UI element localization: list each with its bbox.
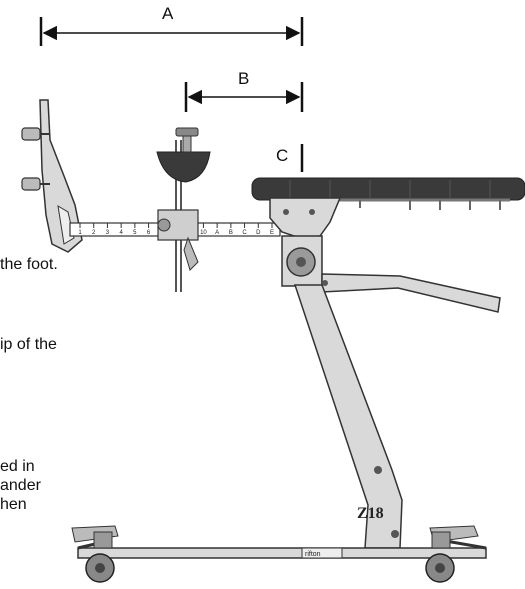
caster-right bbox=[425, 525, 479, 583]
footplate-bracket bbox=[21, 99, 83, 253]
scale-tick-label: 4 bbox=[119, 230, 123, 236]
dimension-b bbox=[184, 82, 304, 112]
scale-tick-label: D bbox=[256, 230, 261, 236]
dimension-a-label: A bbox=[162, 4, 174, 23]
dimension-c-label: C bbox=[276, 146, 289, 165]
knee-pad-assembly bbox=[156, 127, 211, 292]
scale-tick-label: C bbox=[242, 230, 247, 236]
scale-tick-label: 10 bbox=[200, 230, 207, 236]
scale-tick-label: E bbox=[270, 230, 274, 236]
side-text-line2: ip of the bbox=[0, 336, 57, 353]
scale-tick-label: B bbox=[229, 230, 233, 236]
scale-tick-label: 1 bbox=[78, 230, 82, 236]
scale-tick-label: A bbox=[215, 230, 219, 236]
base-frame: rifton bbox=[77, 538, 487, 559]
scale-tick-label: 2 bbox=[92, 230, 96, 236]
mounting-plate bbox=[269, 197, 342, 287]
dimension-b-label: B bbox=[238, 69, 250, 88]
z18-logo: Z18 bbox=[357, 505, 384, 522]
dimension-a bbox=[39, 17, 304, 46]
rifton-badge: rifton bbox=[305, 551, 321, 558]
side-text-line1: the foot. bbox=[0, 256, 58, 273]
main-column: Z18 bbox=[293, 284, 403, 549]
caster-left bbox=[71, 525, 119, 583]
scale-tick-label: 5 bbox=[133, 230, 137, 236]
side-text-line3c: hen bbox=[0, 496, 27, 513]
support-arm bbox=[321, 273, 501, 313]
side-text-line3b: ander bbox=[0, 477, 41, 494]
board-pad bbox=[251, 177, 525, 210]
scale-tick-label: 6 bbox=[147, 230, 151, 236]
scale-tick-label: 3 bbox=[106, 230, 110, 236]
side-text-line3a: ed in bbox=[0, 458, 35, 475]
